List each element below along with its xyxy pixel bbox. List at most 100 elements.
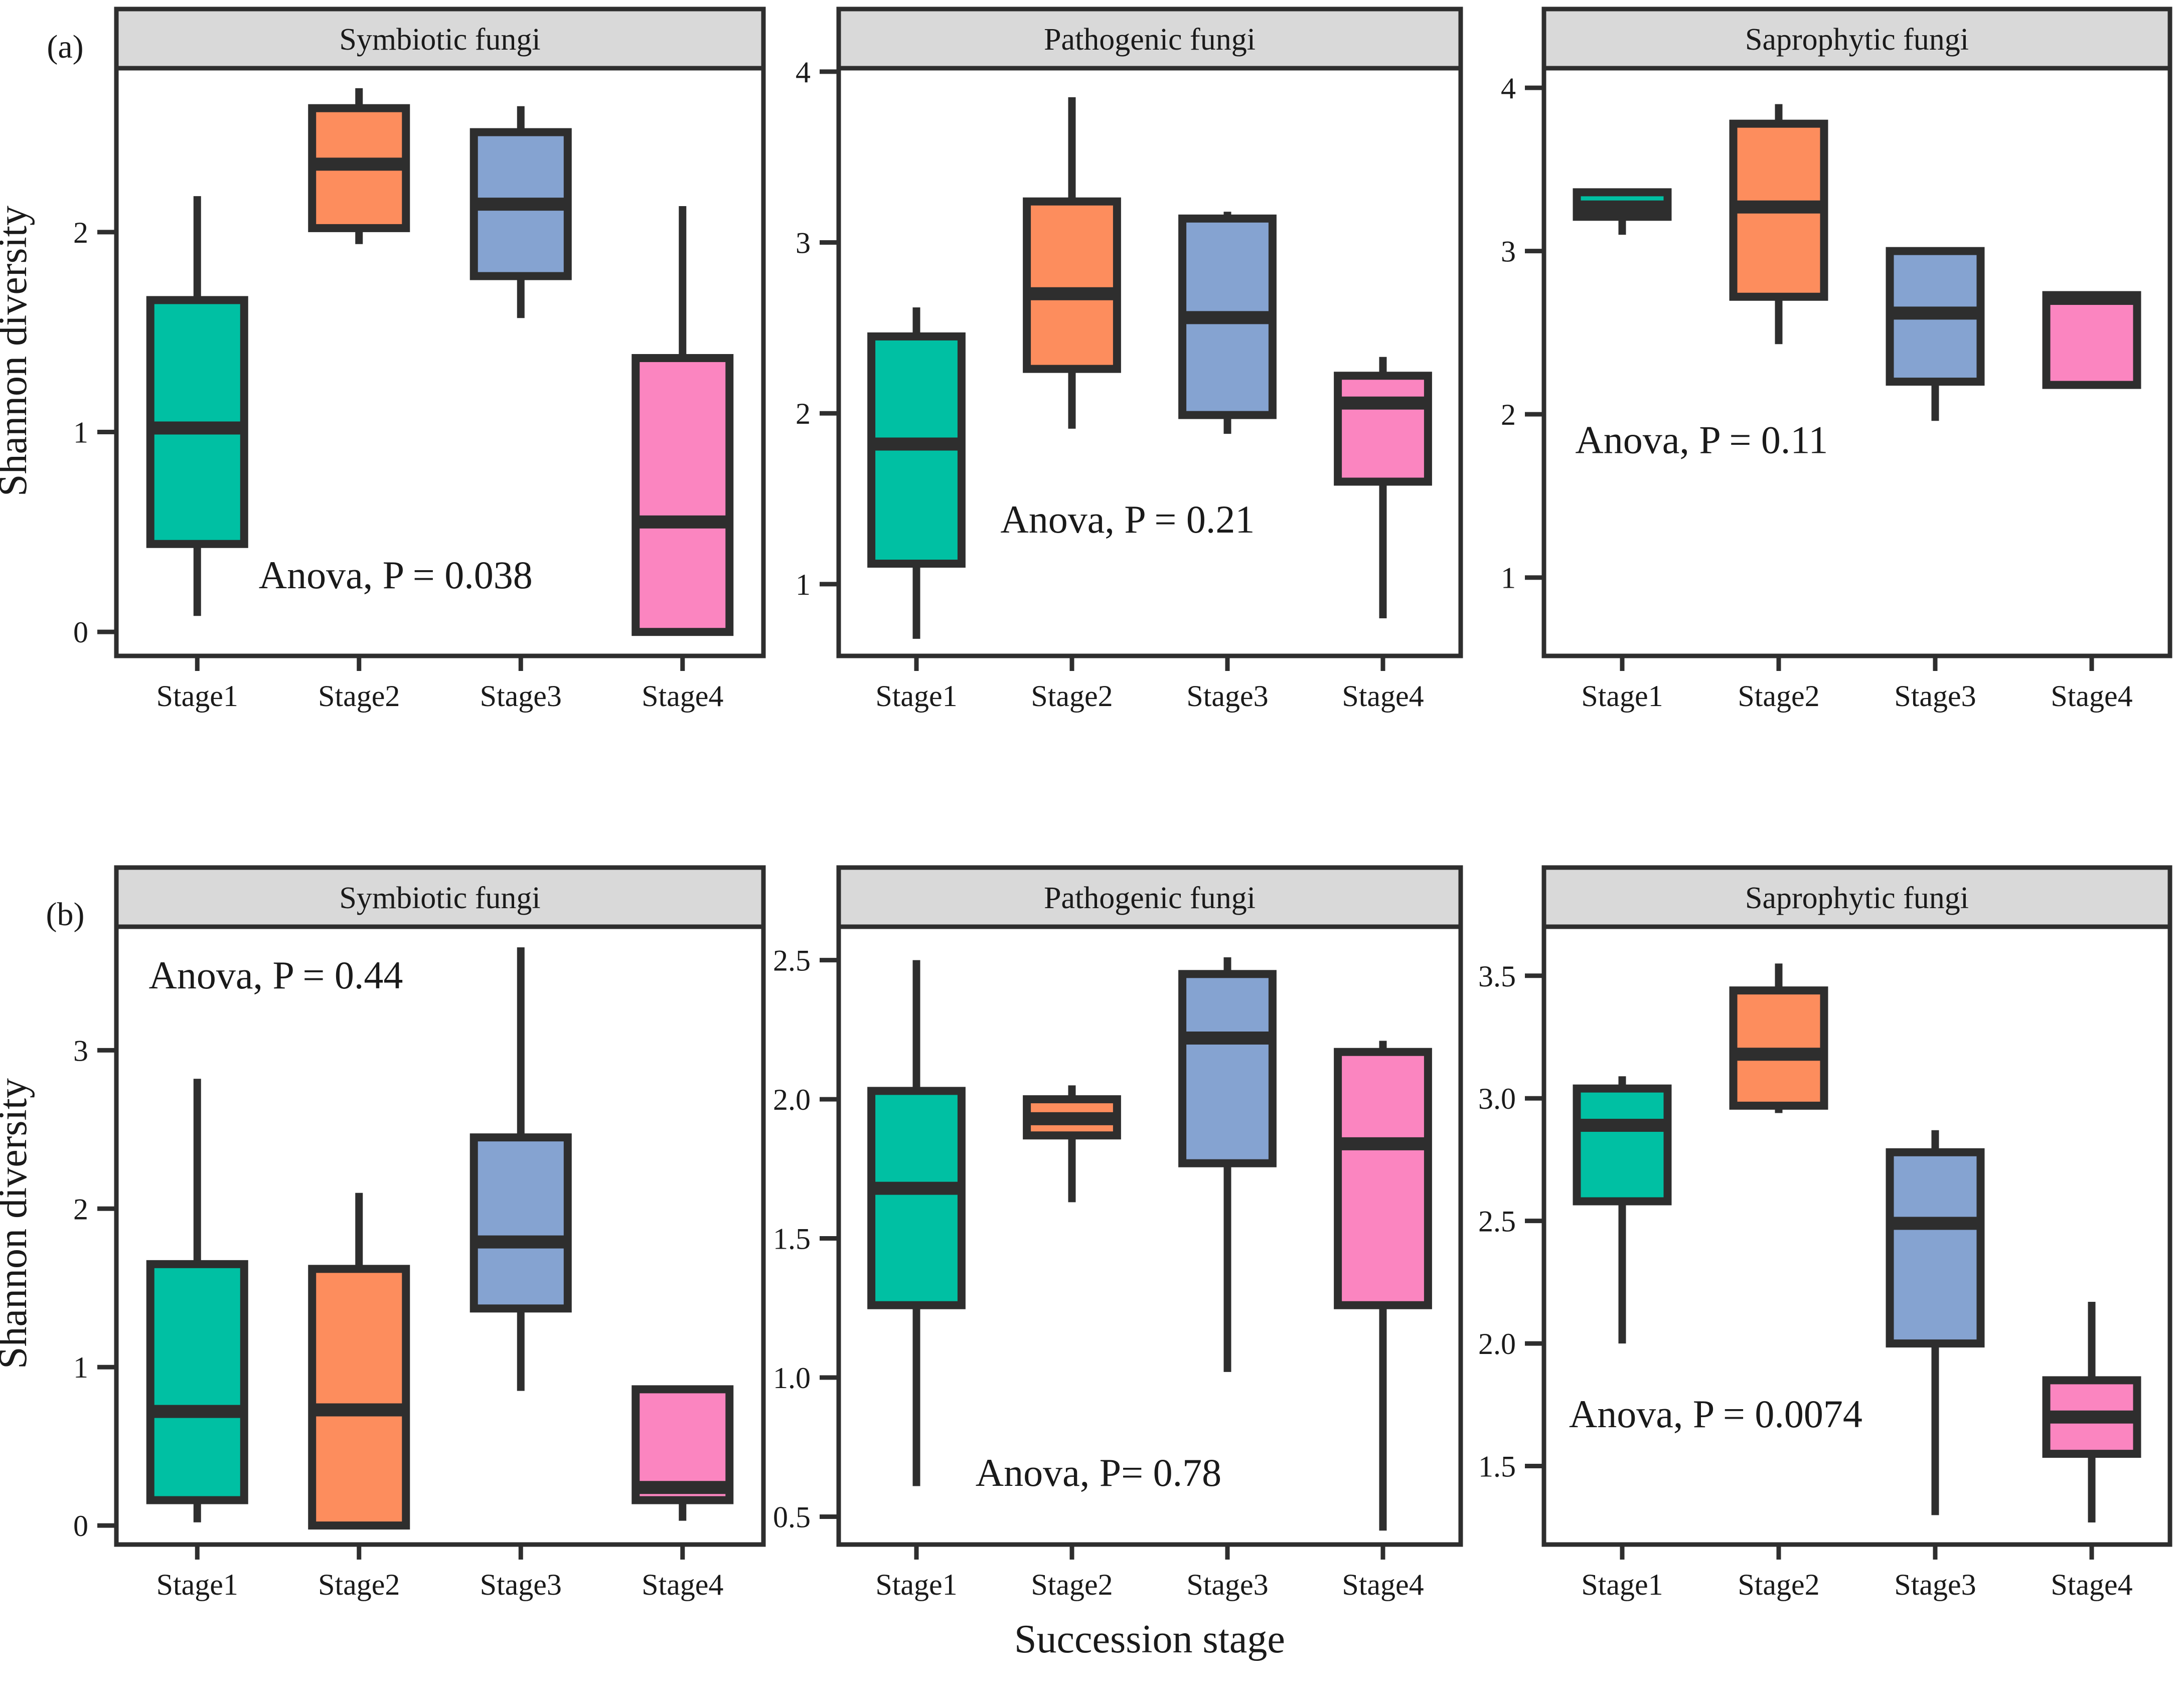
y-tick-label: 3	[1501, 235, 1516, 268]
boxplot-stage2	[1023, 1085, 1121, 1203]
boxplot-stage1	[1573, 188, 1672, 235]
boxplot-stage2	[1729, 104, 1828, 345]
y-axis-title: Shannon diversity	[0, 1078, 35, 1369]
x-axis-title: Succession stage	[1014, 1617, 1285, 1661]
x-tick-label: Stage2	[318, 679, 400, 713]
x-tick-label: Stage3	[1894, 679, 1976, 713]
x-tick-label: Stage4	[642, 1568, 723, 1601]
boxplot-stage3	[1886, 1130, 1985, 1515]
anova-annotation: Anova, P = 0.44	[149, 953, 403, 997]
y-tick-label: 1.5	[773, 1223, 811, 1256]
y-tick-label: 4	[796, 56, 811, 89]
x-tick-label: Stage2	[1738, 679, 1819, 713]
x-tick-label: Stage4	[1342, 679, 1424, 713]
x-tick-label: Stage2	[1738, 1568, 1819, 1601]
box	[2042, 291, 2141, 389]
boxplot-stage1	[867, 307, 966, 639]
box	[1334, 372, 1432, 486]
x-tick-label: Stage3	[1186, 1568, 1268, 1601]
anova-annotation: Anova, P = 0.11	[1575, 418, 1828, 462]
box	[1023, 197, 1121, 373]
y-tick-label: 3.5	[1478, 960, 1516, 993]
box	[308, 1265, 410, 1530]
panel-tag-b: (b)	[46, 896, 85, 933]
x-tick-label: Stage1	[875, 679, 957, 713]
y-tick-label: 3.0	[1478, 1082, 1516, 1115]
y-tick-label: 1.5	[1478, 1450, 1516, 1483]
y-tick-label: 3	[73, 1034, 88, 1067]
panel-strip	[836, 7, 1463, 71]
x-tick-label: Stage1	[157, 679, 238, 713]
box	[1334, 1048, 1432, 1309]
panel-title: Symbiotic fungi	[339, 23, 540, 57]
boxplot-stage3	[470, 106, 572, 318]
y-tick-label: 1.0	[773, 1361, 811, 1395]
boxplot-stage1	[146, 1079, 248, 1522]
y-tick-label: 2	[73, 1192, 88, 1226]
panel-title: Saprophytic fungi	[1745, 23, 1969, 57]
box	[1886, 1148, 1985, 1348]
y-tick-label: 0	[73, 616, 88, 649]
boxplot-stage4	[632, 1385, 734, 1521]
y-tick-label: 2.5	[773, 944, 811, 977]
x-tick-label: Stage2	[1031, 679, 1113, 713]
x-tick-label: Stage4	[2051, 1568, 2132, 1601]
boxplot-stage2	[1023, 97, 1121, 429]
box	[632, 354, 734, 636]
x-tick-label: Stage2	[1031, 1568, 1113, 1601]
x-tick-label: Stage1	[1581, 1568, 1663, 1601]
y-tick-label: 2	[1501, 398, 1516, 431]
panel-title: Pathogenic fungi	[1044, 23, 1256, 57]
y-tick-label: 2	[73, 216, 88, 249]
y-tick-label: 0.5	[773, 1501, 811, 1534]
y-tick-label: 2.5	[1478, 1205, 1516, 1238]
boxplot-stage4	[2042, 1302, 2141, 1522]
x-tick-label: Stage4	[2051, 679, 2132, 713]
x-tick-label: Stage3	[1894, 1568, 1976, 1601]
anova-annotation: Anova, P = 0.0074	[1569, 1392, 1862, 1436]
y-tick-label: 2.0	[773, 1083, 811, 1116]
boxplot-stage3	[1178, 957, 1277, 1372]
box	[867, 1087, 966, 1309]
x-tick-label: Stage4	[642, 679, 723, 713]
boxplot-stage4	[1334, 1041, 1432, 1531]
x-tick-label: Stage1	[1581, 679, 1663, 713]
boxplot-stage1	[1573, 1076, 1672, 1344]
box	[146, 1260, 248, 1504]
boxplot-stage3	[470, 947, 572, 1391]
x-tick-label: Stage3	[480, 1568, 562, 1601]
boxplot-stage4	[632, 206, 734, 636]
panel-title: Symbiotic fungi	[339, 881, 540, 915]
x-tick-label: Stage2	[318, 1568, 400, 1601]
boxplot-stage2	[308, 1192, 410, 1530]
panel-title: Saprophytic fungi	[1745, 881, 1969, 915]
x-tick-label: Stage4	[1342, 1568, 1424, 1601]
anova-annotation: Anova, P = 0.038	[259, 553, 533, 597]
anova-annotation: Anova, P = 0.21	[1000, 497, 1255, 541]
box	[1573, 1084, 1672, 1206]
y-tick-label: 4	[1501, 72, 1516, 105]
x-tick-label: Stage3	[1186, 679, 1268, 713]
boxplot-stage2	[1729, 963, 1828, 1113]
boxplot-stage3	[1886, 247, 1985, 421]
boxplot-stage3	[1178, 212, 1277, 434]
box	[470, 1133, 572, 1313]
boxplot-stage1	[146, 196, 248, 616]
y-tick-label: 2.0	[1478, 1327, 1516, 1360]
panel-strip	[1541, 7, 2172, 71]
box	[1178, 970, 1277, 1167]
anova-annotation: Anova, P= 0.78	[976, 1451, 1221, 1494]
x-tick-label: Stage1	[875, 1568, 957, 1601]
y-tick-label: 2	[796, 397, 811, 430]
boxplot-stage4	[1334, 357, 1432, 619]
panel-strip	[836, 865, 1463, 929]
y-axis-title: Shannon diversity	[0, 206, 35, 496]
boxplot-stage2	[308, 88, 410, 244]
